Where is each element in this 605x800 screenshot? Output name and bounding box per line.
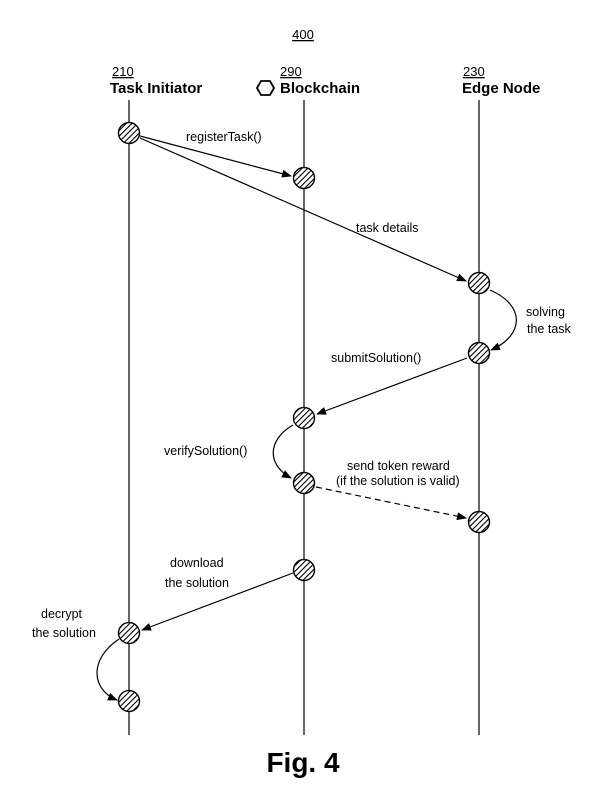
label-submit-solution: submitSolution()	[331, 351, 421, 365]
node-initiator-receive-solution	[117, 621, 141, 645]
label-reward-line2: (if the solution is valid)	[336, 474, 460, 488]
node-edge-submit	[467, 341, 491, 365]
participant-name-edge-node: Edge Node	[462, 80, 540, 97]
node-blockchain-register	[292, 166, 316, 190]
arrow-decrypt-solution	[96, 638, 120, 701]
node-blockchain-download	[292, 558, 316, 582]
participant-ref-blockchain: 290	[280, 64, 302, 79]
participant-name-task-initiator: Task Initiator	[110, 80, 202, 97]
label-reward-line1: send token reward	[347, 459, 450, 473]
participant-ref-edge-node: 230	[463, 64, 485, 79]
label-download-line2: the solution	[165, 576, 229, 590]
node-blockchain-receive-solution	[292, 406, 316, 430]
node-initiator-register	[117, 121, 141, 145]
node-initiator-decrypted	[117, 689, 141, 713]
label-decrypt-line2: the solution	[32, 626, 96, 640]
label-solving-line1: solving	[526, 305, 565, 319]
node-edge-reward	[467, 510, 491, 534]
arrow-verify-solution	[272, 424, 294, 479]
hexagon-icon	[255, 80, 276, 96]
arrow-register-task	[139, 135, 292, 178]
label-decrypt-line1: decrypt	[41, 607, 83, 621]
label-register-task: registerTask()	[186, 130, 262, 144]
arrow-send-token-reward	[315, 486, 467, 521]
label-task-details: task details	[356, 221, 419, 235]
arrow-download-solution	[141, 572, 294, 631]
figure-caption: Fig. 4	[266, 747, 340, 778]
node-blockchain-verified	[292, 471, 316, 495]
label-solving-line2: the task	[527, 322, 572, 336]
label-download-line1: download	[170, 556, 224, 570]
participant-ref-task-initiator: 210	[112, 64, 134, 79]
node-edge-receive-task	[467, 271, 491, 295]
figure-number: 400	[292, 27, 314, 42]
arrow-submit-solution	[316, 357, 468, 415]
arrow-solving-task	[489, 289, 517, 351]
arrow-task-details	[139, 137, 467, 282]
label-verify-solution: verifySolution()	[164, 444, 247, 458]
participant-name-blockchain: Blockchain	[280, 80, 360, 97]
